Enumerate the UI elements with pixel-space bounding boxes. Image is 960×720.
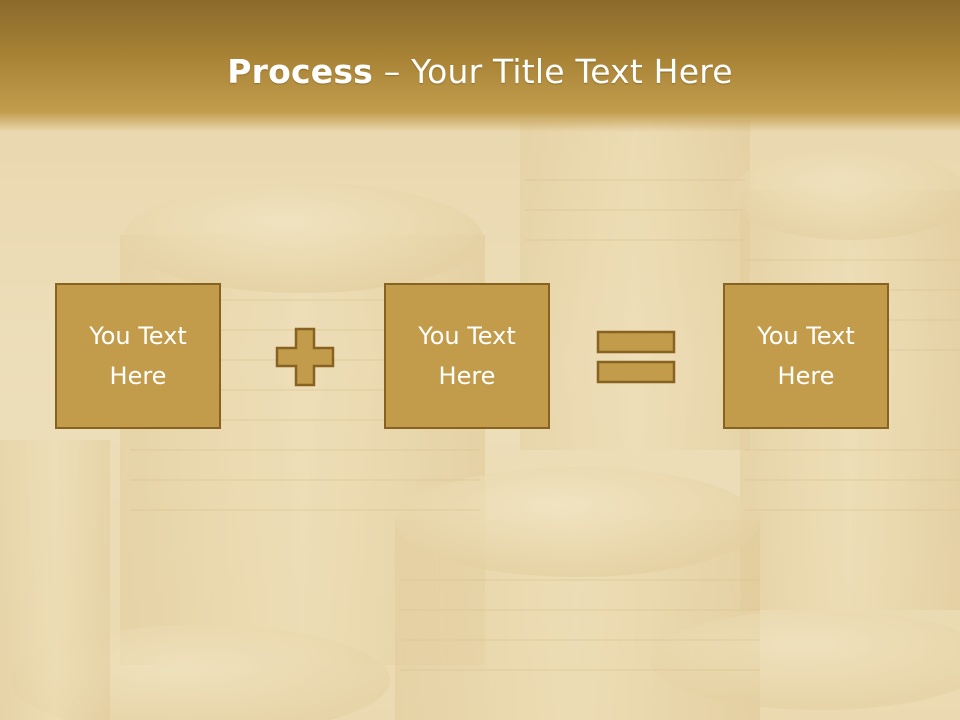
process-box-3-line1: You Text bbox=[757, 322, 855, 350]
process-box-3[interactable]: You Text Here bbox=[723, 283, 889, 429]
process-box-1[interactable]: You Text Here bbox=[55, 283, 221, 429]
process-box-1-line1: You Text bbox=[89, 322, 187, 350]
process-box-3-text: You Text Here bbox=[731, 316, 881, 396]
title-rest: – Your Title Text Here bbox=[373, 52, 733, 91]
page-title: Process – Your Title Text Here bbox=[0, 52, 960, 91]
title-bar bbox=[0, 0, 960, 132]
process-box-2-text: You Text Here bbox=[392, 316, 542, 396]
process-box-2-line2: Here bbox=[438, 362, 496, 390]
equals-icon bbox=[596, 330, 676, 384]
process-box-1-text: You Text Here bbox=[63, 316, 213, 396]
title-bold: Process bbox=[227, 52, 374, 91]
process-box-3-line2: Here bbox=[777, 362, 835, 390]
process-box-2[interactable]: You Text Here bbox=[384, 283, 550, 429]
plus-icon bbox=[275, 327, 335, 387]
process-box-1-line2: Here bbox=[109, 362, 167, 390]
process-box-2-line1: You Text bbox=[418, 322, 516, 350]
